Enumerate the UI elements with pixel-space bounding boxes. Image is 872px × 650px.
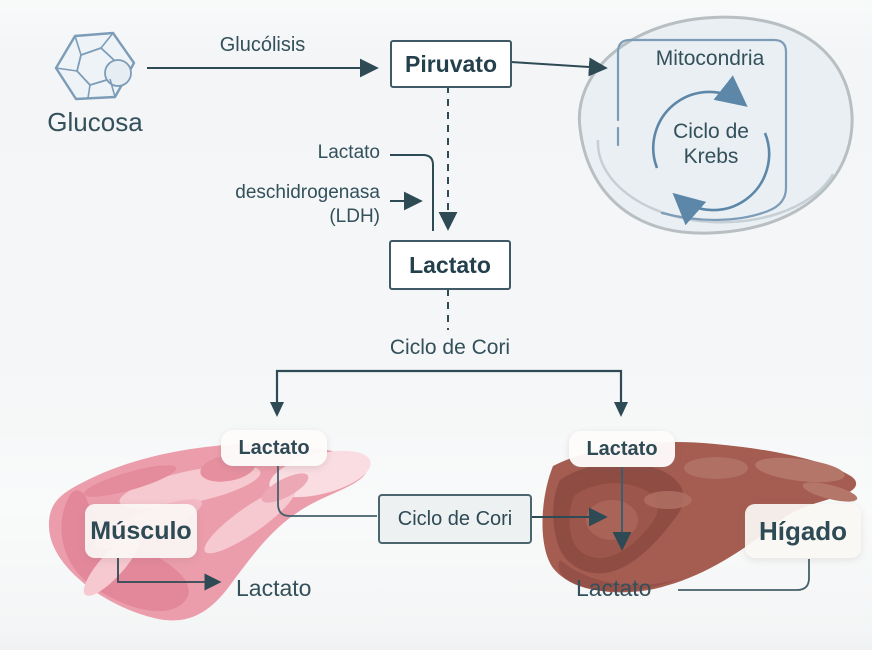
ldh-substrate-connector [390, 154, 434, 231]
cori-cycle-label: Ciclo de Cori [389, 336, 511, 359]
mitochondria-cristae-line [616, 38, 788, 222]
ldh-abbrev-label: (LDH) [329, 206, 380, 227]
mitochondria-illustration [577, 15, 854, 235]
liver-label: Hígado [745, 504, 861, 558]
liver-lactate-to-higado-connector [678, 559, 810, 591]
liver-lactate-badge: Lactato [569, 431, 675, 467]
lactate-node: Lactato [389, 240, 511, 290]
krebs-cycle-circle [652, 75, 771, 226]
liver-illustration [542, 442, 858, 593]
muscle-label: Músculo [85, 504, 197, 558]
liver-lactate-output-label: Lactato [576, 575, 652, 601]
mitochondria-outer-membrane [577, 15, 854, 235]
cori-cycle-box: Ciclo de Cori [378, 494, 532, 544]
cori-split-bracket [275, 369, 623, 404]
krebs-cycle-label: Ciclo de Krebs [673, 120, 749, 168]
muscle-lactate-output-label: Lactato [236, 575, 312, 601]
bracket-right-arrowhead [614, 402, 628, 417]
ldh-substrate-label: Lactato [317, 142, 380, 163]
muscle-lactate-badge: Lactato [221, 430, 327, 466]
glucose-label: Glucosa [47, 107, 143, 137]
mitochondria-label: Mitocondria [655, 47, 765, 70]
glucose-molecule-icon [54, 31, 136, 101]
pyruvate-node: Piruvato [390, 40, 512, 88]
muscle-lactate-to-cori-connector [277, 466, 377, 517]
glycolysis-label: Glucólisis [219, 34, 306, 56]
pyruvate-to-mitochondria-arrow [510, 57, 608, 77]
bracket-left-arrowhead [270, 402, 284, 417]
muscle-lactate-output-arrow [117, 558, 222, 591]
ldh-enzyme-label: deschidrogenasa [235, 182, 380, 203]
